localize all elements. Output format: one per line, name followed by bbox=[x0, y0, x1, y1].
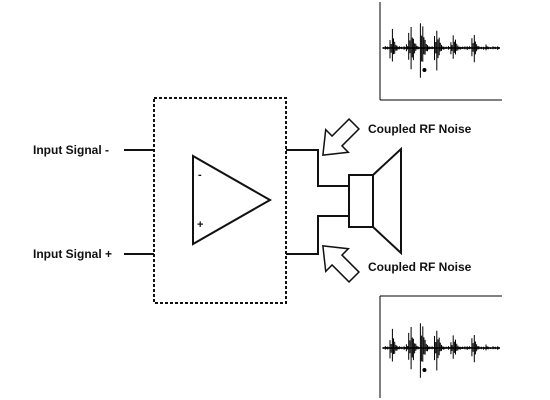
amplifier-enclosure bbox=[153, 97, 287, 304]
noise-label-bottom: Coupled RF Noise bbox=[368, 260, 472, 274]
waveform-trace bbox=[382, 23, 500, 78]
output-wire-bottom bbox=[286, 215, 349, 255]
noise-arrow-top bbox=[322, 117, 361, 156]
waveform-panel-bottom bbox=[379, 295, 502, 398]
output-wire-top bbox=[286, 149, 349, 187]
noise-label-top: Coupled RF Noise bbox=[368, 122, 472, 136]
waveform-marker bbox=[422, 68, 427, 72]
op-amp-plus-symbol: + bbox=[197, 219, 203, 231]
noise-arrow-bottom bbox=[322, 245, 361, 284]
op-amp-triangle bbox=[192, 154, 273, 246]
input-minus-label: Input Signal - bbox=[33, 143, 109, 157]
waveform-trace-top bbox=[382, 23, 500, 78]
op-amp-minus-symbol: - bbox=[198, 169, 202, 181]
waveform-panel-top bbox=[379, 2, 502, 101]
input-plus-label: Input Signal + bbox=[33, 247, 112, 261]
waveform-trace-bottom bbox=[382, 323, 500, 378]
waveform-trace bbox=[382, 323, 500, 378]
waveform-marker bbox=[422, 368, 427, 372]
speaker-icon bbox=[348, 146, 402, 256]
